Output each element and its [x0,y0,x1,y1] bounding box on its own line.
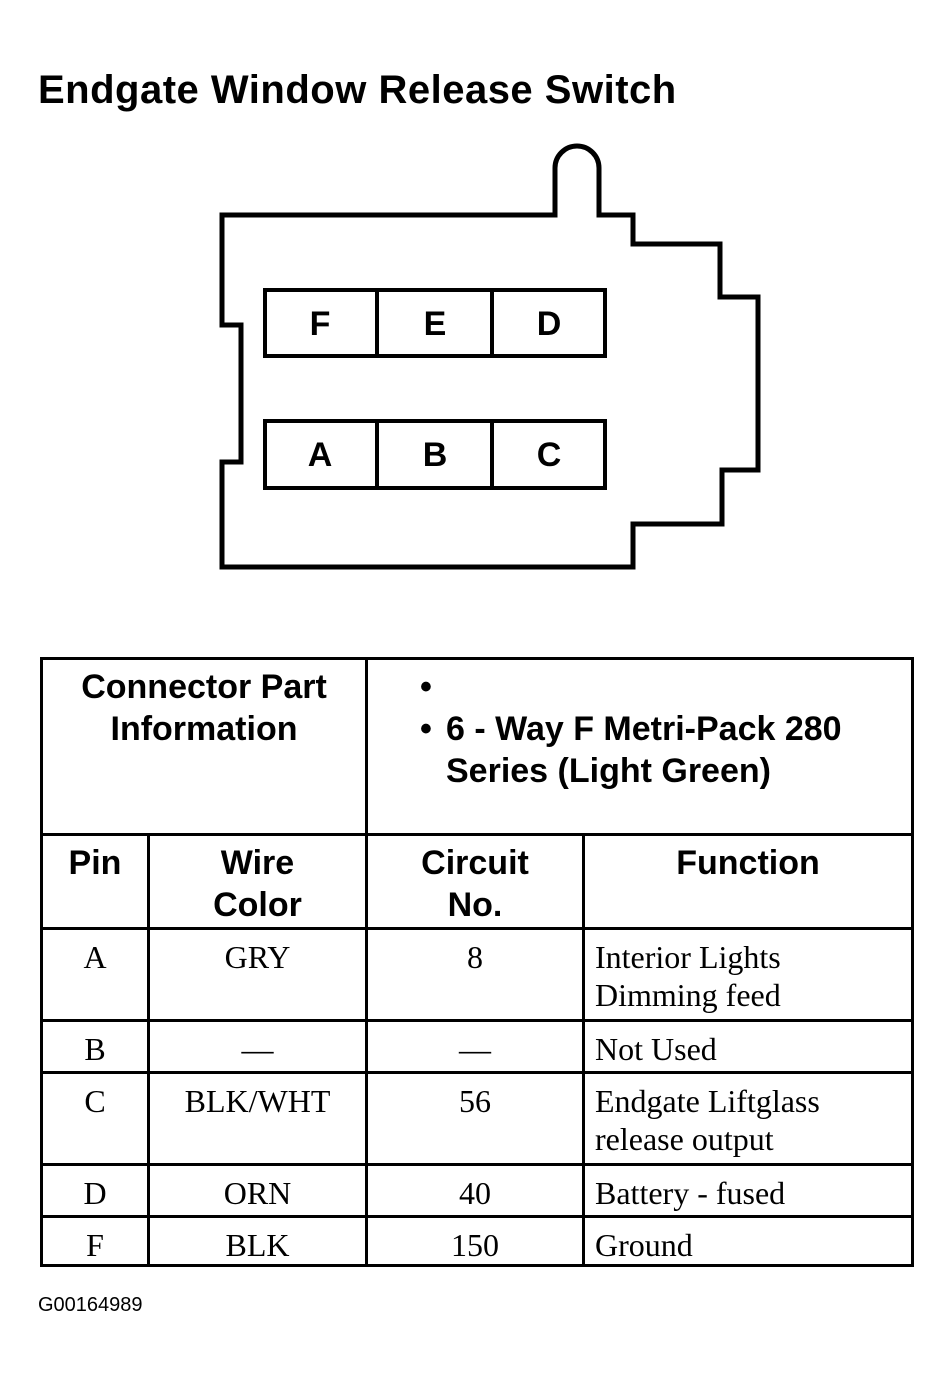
table-row: F BLK 150 Ground [40,1215,915,1267]
pin-cell: C [40,1071,150,1166]
wire-color-cell: BLK/WHT [147,1071,368,1166]
table-row: A GRY 8 Interior Lights Dimming feed [40,927,915,1022]
wire-color-cell: GRY [147,927,368,1022]
wire-color-cell: BLK [147,1215,368,1267]
circuit-cell: — [365,1019,585,1074]
bullet-icon: • [420,710,432,748]
pin-cell: B [40,1019,150,1074]
pin-cell: F [40,1215,150,1267]
header-wire-color: Wire Color [147,833,368,930]
header-circuit-no: Circuit No. [365,833,585,930]
pin-cell: D [40,1163,150,1218]
table-row: B — — Not Used [40,1019,915,1074]
circuit-cell: 150 [365,1215,585,1267]
part-info-row: Connector Part Information • •6 - Way F … [40,657,915,836]
bottom-cavity-block [263,419,607,490]
header-function: Function [581,833,915,930]
figure-id: G00164989 [38,1294,143,1316]
pin-label-c: C [537,436,562,474]
table-row: C BLK/WHT 56 Endgate Liftglass release o… [40,1071,915,1166]
table-row: D ORN 40 Battery - fused [40,1163,915,1218]
wire-color-cell: — [147,1019,368,1074]
wire-color-cell: ORN [147,1163,368,1218]
function-cell: Battery - fused [581,1163,915,1218]
column-header-row: Pin Wire Color Circuit No. Function [40,833,915,930]
part-info-line: • [420,666,911,708]
circuit-cell: 40 [365,1163,585,1218]
connector-info-table: Connector Part Information • •6 - Way F … [40,657,915,1267]
circuit-cell: 8 [365,927,585,1022]
function-cell: Ground [581,1215,915,1267]
part-info-details: • •6 - Way F Metri-Pack 280 Series (Ligh… [364,657,915,836]
connector-housing-outline [219,143,761,570]
pin-label-f: F [310,305,331,343]
pin-cell: A [40,927,150,1022]
connector-face-diagram: F E D A B C [219,143,761,570]
function-cell: Interior Lights Dimming feed [581,927,915,1022]
header-pin: Pin [40,833,150,930]
pin-label-b: B [423,436,448,474]
pin-label-a: A [308,436,333,474]
top-cavity-block [263,288,607,358]
pin-label-d: D [537,305,562,343]
function-cell: Not Used [581,1019,915,1074]
part-info-line: •6 - Way F Metri-Pack 280 Series (Light … [420,710,842,790]
function-cell: Endgate Liftglass release output [581,1071,915,1166]
bullet-icon: • [420,668,432,706]
pin-label-e: E [424,305,447,343]
part-info-label: Connector Part Information [40,657,368,836]
circuit-cell: 56 [365,1071,585,1166]
page-title: Endgate Window Release Switch [38,68,677,112]
